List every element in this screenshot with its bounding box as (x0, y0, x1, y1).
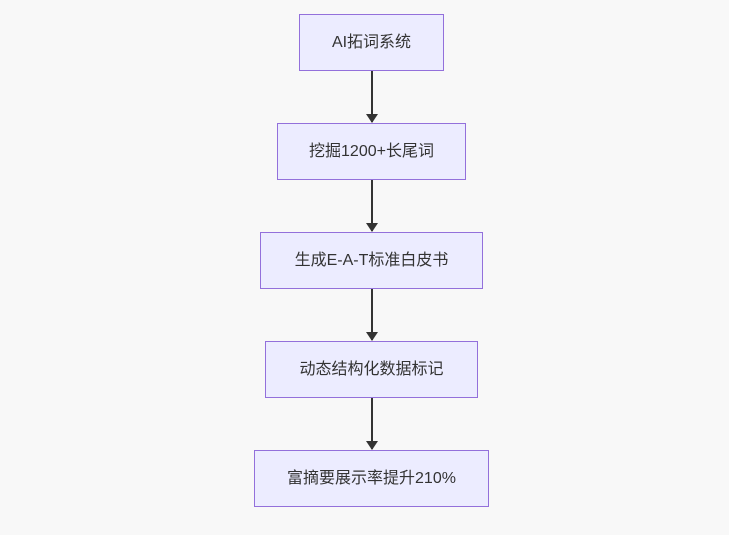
flowchart-node-ai-keyword-system: AI拓词系统 (299, 14, 444, 71)
flowchart-node-eat-whitepaper: 生成E-A-T标准白皮书 (260, 232, 483, 289)
edge-line (370, 398, 373, 449)
node-label: AI拓词系统 (331, 33, 412, 51)
arrowhead-down-icon (365, 114, 378, 123)
flow-edge-1 (365, 71, 378, 123)
node-label: 动态结构化数据标记 (299, 360, 444, 378)
flow-edge-2 (365, 180, 378, 232)
edge-line (370, 71, 373, 122)
flowchart-node-structured-data-markup: 动态结构化数据标记 (265, 341, 478, 398)
arrowhead-down-icon (365, 332, 378, 341)
node-label: 生成E-A-T标准白皮书 (294, 251, 449, 269)
flowchart-node-longtail-mining: 挖掘1200+长尾词 (277, 123, 466, 180)
flow-edge-4 (365, 398, 378, 450)
flow-edge-3 (365, 289, 378, 341)
node-label: 富摘要展示率提升210% (287, 469, 456, 487)
edge-line (370, 180, 373, 231)
node-label: 挖掘1200+长尾词 (309, 142, 434, 160)
arrowhead-down-icon (365, 441, 378, 450)
flowchart-node-rich-snippet-result: 富摘要展示率提升210% (254, 450, 489, 507)
arrowhead-down-icon (365, 223, 378, 232)
edge-line (370, 289, 373, 340)
